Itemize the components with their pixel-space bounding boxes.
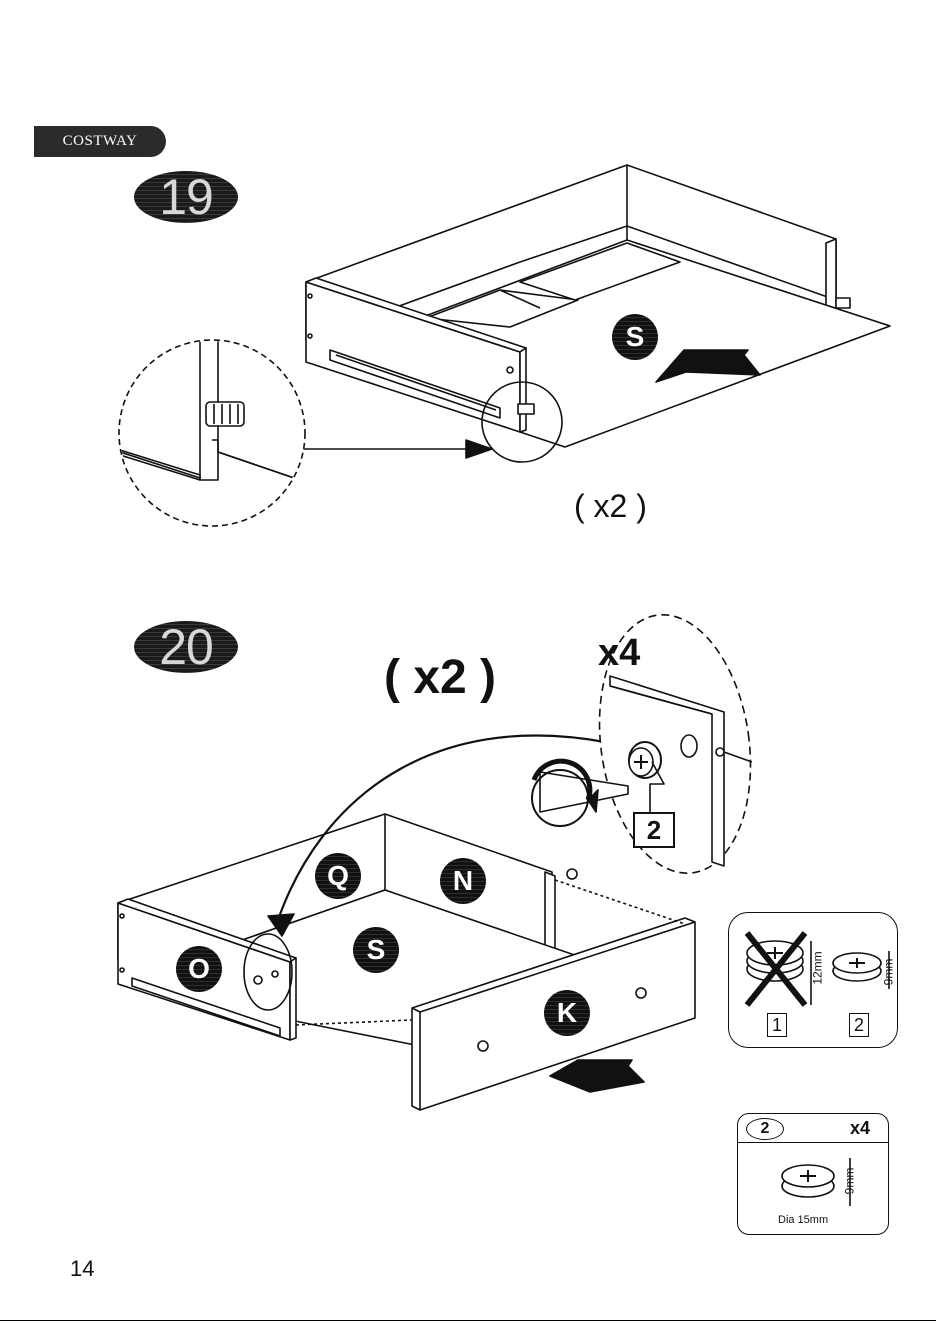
part-label-n: N xyxy=(440,858,486,904)
cam-comparison-box: 12mm 9mm 1 2 xyxy=(728,912,898,1048)
step20-cam-count: x4 xyxy=(598,632,640,675)
part-label-s-step20: S xyxy=(353,927,399,973)
step19-drawer-frame xyxy=(306,165,890,447)
bottom-divider xyxy=(0,1320,936,1321)
page-number: 14 xyxy=(70,1256,94,1282)
hardware-height: 9mm xyxy=(842,1168,856,1195)
step20-push-arrow xyxy=(550,1060,644,1092)
part-label-k: K xyxy=(544,990,590,1036)
wrong-number-box: 1 xyxy=(767,1013,787,1037)
part-label-q: Q xyxy=(315,853,361,899)
step19-quantity: ( x2 ) xyxy=(574,488,647,525)
part-label-s-step19: S xyxy=(612,314,658,360)
part-label-o: O xyxy=(176,946,222,992)
callout-part-number: 2 xyxy=(633,812,675,848)
hardware-box: 2 x4 9mm Dia 15mm xyxy=(737,1113,889,1235)
wrong-size-label: 12mm xyxy=(811,951,825,984)
hardware-diameter: Dia 15mm xyxy=(778,1214,828,1226)
step20-quantity: ( x2 ) xyxy=(384,650,496,705)
right-number-box: 2 xyxy=(849,1013,869,1037)
right-size-label: 9mm xyxy=(881,959,895,986)
